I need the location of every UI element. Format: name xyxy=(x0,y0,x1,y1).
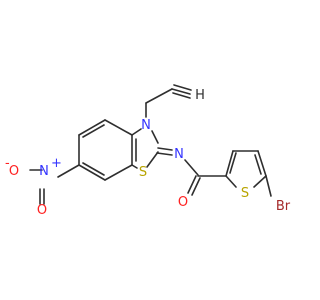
bond xyxy=(145,88,173,104)
bond xyxy=(253,175,267,188)
charge-plus: + xyxy=(51,156,62,171)
bond xyxy=(131,128,142,136)
bond xyxy=(225,150,234,177)
atom-o-nitro-double: O xyxy=(37,203,47,218)
bond xyxy=(131,164,138,169)
bond-triple xyxy=(172,92,191,99)
atom-n-imine: N xyxy=(174,147,184,162)
bond-triple xyxy=(171,88,191,95)
charge-minus: - xyxy=(5,156,10,171)
bond xyxy=(104,119,133,136)
bond xyxy=(151,130,159,144)
atom-n-nitro: N xyxy=(39,164,49,179)
bond xyxy=(78,119,106,136)
bond-double-inner xyxy=(229,152,237,174)
bond xyxy=(187,175,197,194)
bond xyxy=(146,151,159,168)
atom-o-carbonyl: O xyxy=(178,195,188,210)
bond-double-inner xyxy=(82,124,105,138)
bond xyxy=(78,164,106,181)
atom-br: Br xyxy=(276,199,291,214)
bond-double-inner xyxy=(82,162,105,176)
bond xyxy=(257,150,267,177)
bond xyxy=(156,152,173,156)
molecule-structure: N + O - O N S N H O S Br xyxy=(5,84,291,218)
atom-h-alkyne: H xyxy=(195,88,205,103)
bond-triple xyxy=(173,84,192,91)
atom-o-nitro-minus: O xyxy=(9,164,19,179)
atom-s-thiophene: S xyxy=(241,186,249,201)
bond xyxy=(265,175,272,197)
bond xyxy=(191,177,201,196)
atom-s-thiazole: S xyxy=(139,165,147,180)
bond-double-inner xyxy=(254,154,262,175)
bonds xyxy=(29,84,272,205)
bond xyxy=(57,164,80,178)
bond xyxy=(104,164,133,181)
atom-n-thiazole: N xyxy=(141,118,151,133)
bond xyxy=(184,159,199,176)
structure-canvas: N + O - O N S N H O S Br xyxy=(5,84,291,218)
bond xyxy=(157,147,173,151)
bond xyxy=(225,175,237,188)
